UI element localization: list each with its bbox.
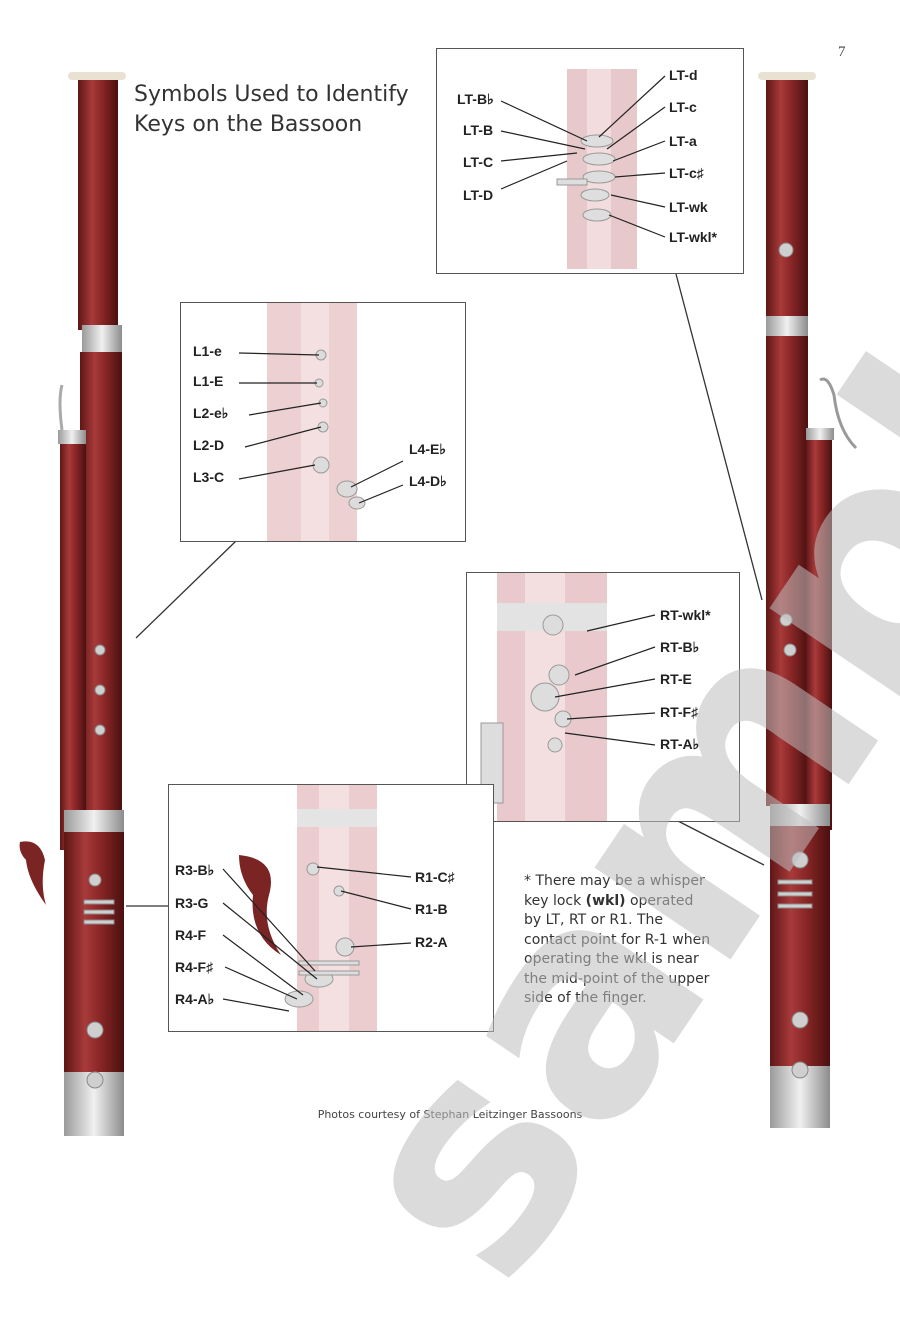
label-l4-e-flat: L4-E♭ <box>409 441 446 457</box>
label-r3-g: R3-G <box>175 895 209 911</box>
label-rt-a-flat: RT-A♭ <box>660 736 700 752</box>
left-bassoon-body <box>19 72 126 1136</box>
label-l1-e-lower: L1-e <box>193 343 222 359</box>
l-keys-photo <box>238 303 404 541</box>
label-lt-c-sharp: LT-c♯ <box>669 165 704 181</box>
label-l4-d-flat: L4-D♭ <box>409 473 447 489</box>
page-title-line-2: Keys on the Bassoon <box>134 112 363 137</box>
l-keys-box: L1-e L1-E L2-e♭ L2-D L3-C L4-E♭ L4-D♭ <box>180 302 466 542</box>
label-lt-a: LT-a <box>669 133 697 149</box>
label-r3-b-flat: R3-B♭ <box>175 862 215 878</box>
footnote-text-before: * There may be a whisper key lock <box>524 873 705 909</box>
label-r4-a-flat: R4-A♭ <box>175 991 215 1007</box>
whisper-key-footnote: * There may be a whisper key lock (wkl) … <box>524 872 714 1009</box>
page-title: Symbols Used to Identify Keys on the Bas… <box>134 80 434 140</box>
footnote-bold: (wkl) <box>585 892 626 909</box>
label-l1-e: L1-E <box>193 373 224 389</box>
r-keys-box: R3-B♭ R3-G R4-F R4-F♯ R4-A♭ R1-C♯ R1-B R… <box>168 784 494 1032</box>
label-rt-wkl: RT-wkl* <box>660 607 711 623</box>
r-keys-photo <box>222 785 412 1031</box>
right-bassoon-body <box>758 72 858 1128</box>
lt-keys-photo <box>500 69 666 269</box>
label-r4-f: R4-F <box>175 927 207 943</box>
label-l2-e-flat: L2-e♭ <box>193 405 229 421</box>
label-lt-d-lower: LT-d <box>669 67 698 83</box>
label-r4-f-sharp: R4-F♯ <box>175 959 214 975</box>
label-lt-b-flat: LT-B♭ <box>457 91 494 107</box>
label-r1-b: R1-B <box>415 901 448 917</box>
label-l2-d: L2-D <box>193 437 225 453</box>
left-bassoon-illustration <box>19 72 858 1136</box>
lt-keys-box: LT-B♭ LT-B LT-C LT-D LT-d LT-c LT-a LT-c… <box>436 48 744 274</box>
label-rt-b-flat: RT-B♭ <box>660 639 700 655</box>
label-lt-c: LT-C <box>463 154 494 170</box>
label-lt-b: LT-B <box>463 122 494 138</box>
rt-keys-photo <box>480 573 656 821</box>
label-lt-d: LT-D <box>463 187 494 203</box>
page-title-line-1: Symbols Used to Identify <box>134 82 409 107</box>
page-number: 7 <box>838 44 846 60</box>
photo-credit: Photos courtesy of Stephan Leitzinger Ba… <box>317 1108 583 1121</box>
rt-keys-box: RT-wkl* RT-B♭ RT-E RT-F♯ RT-A♭ <box>466 572 740 822</box>
label-lt-wk: LT-wk <box>669 199 708 215</box>
label-lt-c-lower: LT-c <box>669 99 697 115</box>
label-r1-c-sharp: R1-C♯ <box>415 869 455 885</box>
label-r2-a: R2-A <box>415 934 448 950</box>
label-rt-f-sharp: RT-F♯ <box>660 704 699 720</box>
footnote-text-after: operated by LT, RT or R1. The contact po… <box>524 892 711 1007</box>
label-rt-e: RT-E <box>660 671 692 687</box>
label-l3-c: L3-C <box>193 469 225 485</box>
label-lt-wkl: LT-wkl* <box>669 229 717 245</box>
connector-lines <box>126 273 765 907</box>
